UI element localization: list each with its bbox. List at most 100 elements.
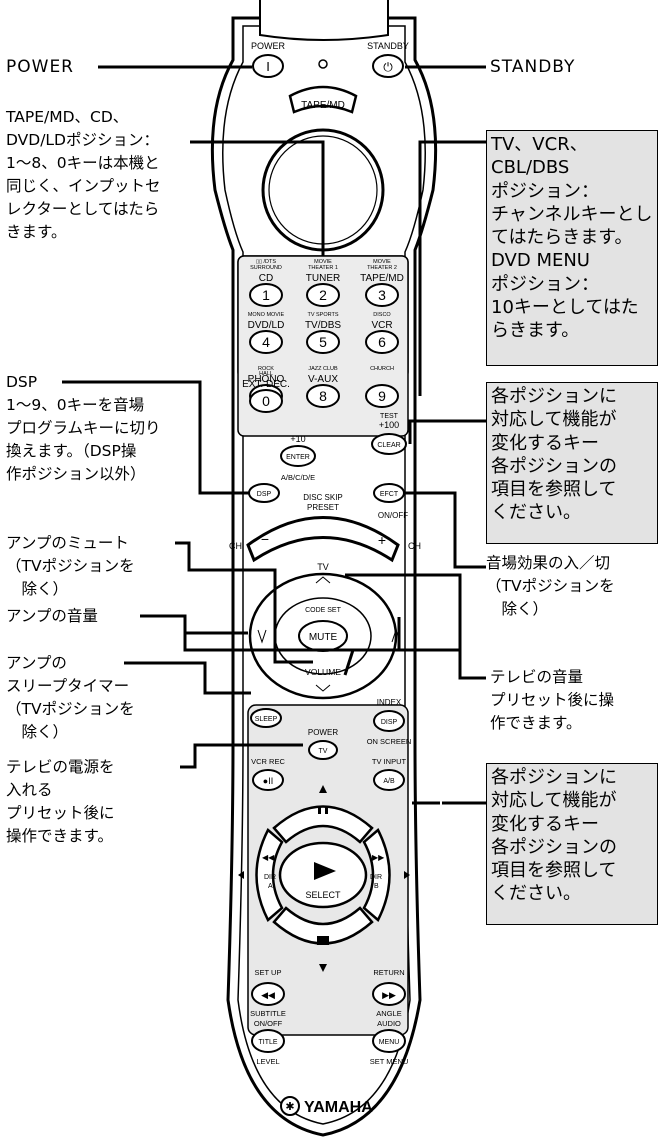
dsp-label: DSP 1～9、0キーを音場 プログラムキーに切り 換えます。（DSP操 作ポジ… — [6, 373, 161, 483]
remote-inner-outline — [222, 25, 426, 1125]
key-number: 0 — [262, 393, 270, 409]
key-number: 1 — [262, 287, 270, 303]
disp-text: DISP — [381, 719, 398, 726]
key-main-label: EXT. DEC. — [242, 379, 290, 390]
key-button — [306, 384, 340, 408]
b-text: B — [374, 883, 379, 890]
indicator-led — [318, 59, 328, 69]
leader-lines — [62, 65, 490, 805]
power-label: POWER — [6, 57, 74, 77]
efct-text: EFCT — [380, 491, 399, 498]
tv-input-text: TV INPUT — [372, 757, 407, 766]
key-top-label: SURROUND — [250, 265, 282, 271]
return-text: RETURN — [373, 968, 404, 977]
position-keys-box-top: 各ポジションに 対応して機能が 変化するキー 各ポジションの 項目を参照して く… — [486, 382, 658, 544]
key-top-label: CHURCH — [370, 366, 394, 372]
clear-button[interactable] — [371, 433, 407, 455]
ffwd-button[interactable] — [372, 982, 406, 1006]
standby-text: STANDBY — [367, 41, 409, 51]
standby-button[interactable] — [372, 54, 404, 78]
clear-text: CLEAR — [377, 442, 400, 449]
rewind-button[interactable] — [251, 982, 285, 1006]
key-number: 4 — [262, 334, 270, 350]
plus10-text: +10 — [290, 434, 305, 444]
standby-label: STANDBY — [490, 57, 576, 77]
dir-b-text: DIR — [370, 874, 382, 881]
amp-volume-label: アンプの音量 — [6, 607, 98, 625]
stop-button[interactable] — [272, 906, 374, 945]
yamaha-logo-icon — [280, 1096, 300, 1116]
menu-button[interactable] — [372, 1029, 406, 1053]
dir-a-text: DIR — [264, 874, 276, 881]
svg-text:▶▶: ▶▶ — [372, 853, 385, 862]
key-top-label: THEATER 2 — [367, 265, 397, 271]
key-top-label: HALL — [259, 371, 273, 377]
onoff2-text: ON/OFF — [254, 1019, 283, 1028]
key-button — [365, 330, 399, 354]
brand-text: YAMAHA — [304, 1099, 373, 1116]
tv-label: TV — [317, 562, 329, 572]
key-button — [249, 283, 283, 307]
svg-text:◀◀: ◀◀ — [261, 990, 275, 1000]
key-number: 8 — [319, 388, 327, 404]
key-main-label: V-AUX — [308, 374, 338, 385]
svg-text:●II: ●II — [263, 776, 273, 786]
pause-button[interactable] — [272, 805, 374, 844]
key-button — [365, 283, 399, 307]
position-info-label: TAPE/MD、CD、 DVD/LDポジション： 1～8、0キーは本機と 同じく… — [6, 108, 161, 241]
select-text: SELECT — [305, 890, 341, 900]
disp-button[interactable] — [373, 710, 405, 732]
mute-text: MUTE — [309, 632, 338, 643]
dsp-text: DSP — [257, 491, 272, 498]
ch-plus-text: + — [378, 532, 386, 548]
rec-pause-button[interactable] — [252, 769, 284, 791]
channel-rocker[interactable] — [246, 516, 400, 563]
title-button[interactable] — [251, 1029, 285, 1053]
remote-top-window — [259, 0, 389, 41]
key-number: 5 — [319, 334, 327, 350]
key-top-label: DISCO — [373, 312, 391, 318]
key-0[interactable]: HALL EXT. DEC. 0 — [242, 371, 290, 413]
tv-power-button[interactable] — [308, 740, 338, 760]
power-button[interactable] — [252, 54, 284, 78]
sleep-button[interactable] — [250, 708, 282, 728]
tape-md-button[interactable] — [288, 85, 358, 114]
dir-b-button[interactable] — [362, 828, 391, 922]
key-button — [306, 283, 340, 307]
key-number: 6 — [378, 334, 386, 350]
ch-right-text: CH — [408, 541, 421, 551]
key-main-label: TAPE/MD — [360, 273, 404, 284]
plus100-text: +100 — [379, 420, 399, 430]
enter-button[interactable] — [280, 445, 316, 467]
svg-text:✱: ✱ — [285, 1101, 294, 1113]
menu-text: MENU — [379, 1039, 400, 1046]
angle-text: ANGLE — [376, 1009, 401, 1018]
key-button — [306, 330, 340, 354]
key-main-label: TUNER — [306, 273, 340, 284]
volume-text: VOLUME — [305, 667, 341, 677]
key-button — [249, 389, 283, 413]
sleep-text: SLEEP — [255, 716, 278, 723]
ch-minus-text: − — [261, 531, 269, 547]
key-number: 3 — [378, 287, 386, 303]
dir-a-button[interactable] — [255, 828, 284, 922]
ab-button[interactable] — [373, 769, 405, 791]
sleep-label: アンプの スリープタイマー （TVポジションを 除く） — [6, 654, 135, 741]
set-up-text: SET UP — [255, 968, 282, 977]
position-keys-box-bottom: 各ポジションに 対応して機能が 変化するキー 各ポジションの 項目を参照して く… — [486, 763, 658, 925]
tv-power-text: TV — [319, 748, 328, 755]
key-main-label: DVD/LD — [248, 320, 285, 331]
efct-button[interactable] — [373, 483, 405, 503]
key-main-label: CD — [259, 273, 273, 284]
key-number: 2 — [319, 287, 327, 303]
